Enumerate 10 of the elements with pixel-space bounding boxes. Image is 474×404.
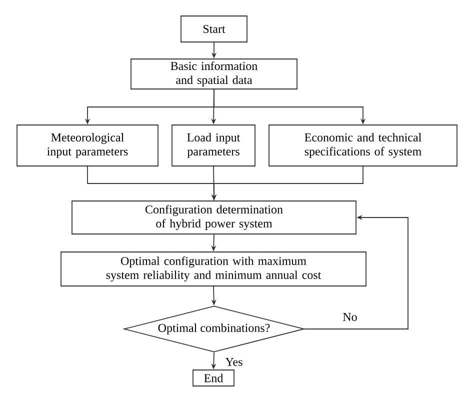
process-box: Basic information and spatial data <box>130 58 298 90</box>
process-box: Meteorological input parameters <box>16 124 158 166</box>
process-box: Economic and technical specifications of system <box>268 124 458 166</box>
process-box: Configuration determination of hybrid power system <box>72 200 356 234</box>
process-box: Optimal configuration with maximum system reliability and minimum annual cost <box>60 252 366 286</box>
edge-label: Yes <box>225 358 242 366</box>
process-box: Start <box>180 16 248 42</box>
process-box: End <box>192 370 234 386</box>
process-box: Load input parameters <box>172 124 256 166</box>
edge-label: No <box>343 313 357 321</box>
